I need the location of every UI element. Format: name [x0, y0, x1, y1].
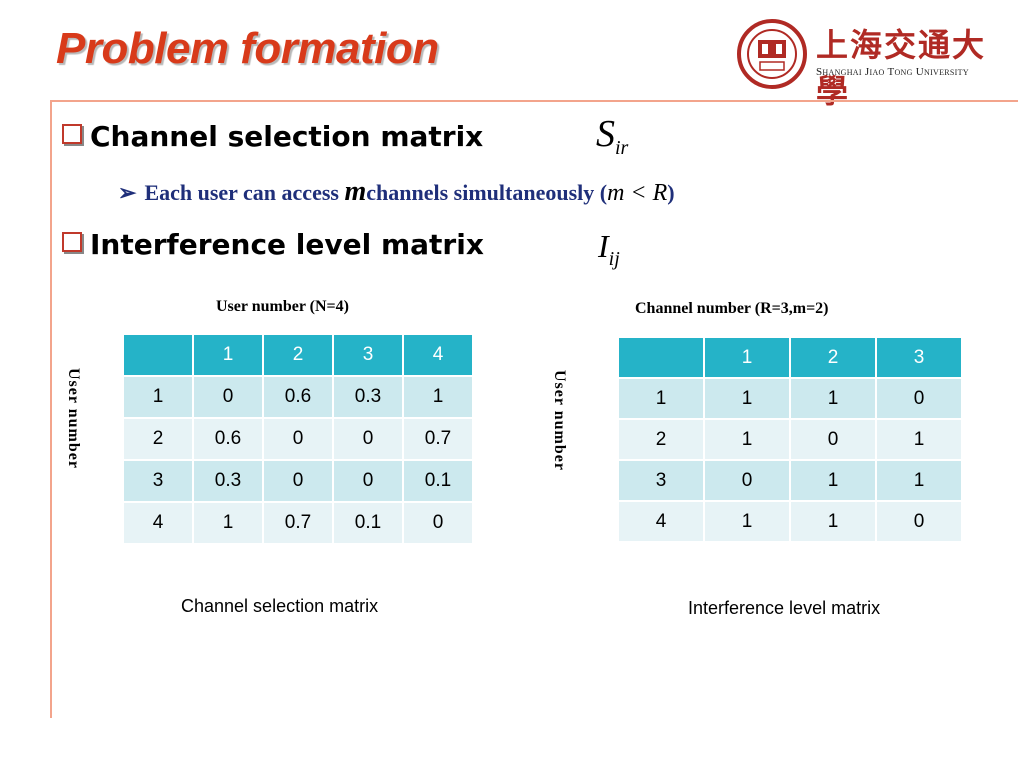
- row-header-cell: 3: [124, 461, 192, 501]
- table-cell: 0: [194, 377, 262, 417]
- bullet-channel-selection: Channel selection matrix: [62, 120, 483, 153]
- table-cell: 0.6: [194, 419, 262, 459]
- table-cell: 0.1: [404, 461, 472, 501]
- symbol-s-ir: Sir: [596, 112, 629, 159]
- table-header-cell: [124, 335, 192, 375]
- table-header-cell: 2: [264, 335, 332, 375]
- arrow-bullet-icon: ➢: [118, 180, 137, 205]
- sub-bullet-close: ): [667, 180, 675, 205]
- table-header-cell: 2: [791, 338, 875, 377]
- logo-english-name: Shanghai Jiao Tong University: [816, 66, 969, 78]
- square-bullet-icon: [62, 232, 82, 252]
- sub-bullet-access: ➢ Each user can access mchannels simultan…: [118, 176, 675, 208]
- table-cell: 0: [334, 419, 402, 459]
- table-cell: 0.1: [334, 503, 402, 543]
- row-header-cell: 1: [619, 379, 703, 418]
- table-header-cell: 3: [334, 335, 402, 375]
- table-cell: 1: [791, 502, 875, 541]
- table-cell: 0.3: [194, 461, 262, 501]
- sub-bullet-suffix: channels simultaneously (: [366, 180, 608, 205]
- sub-bullet-condition: m < R: [607, 180, 668, 206]
- symbol-i-ij: Iij: [598, 228, 620, 270]
- table-header-cell: 4: [404, 335, 472, 375]
- left-table-caption: Channel selection matrix: [181, 596, 379, 616]
- symbol-s: S: [596, 113, 615, 155]
- row-header-cell: 2: [619, 420, 703, 459]
- row-header-cell: 1: [124, 377, 192, 417]
- left-rule: [50, 100, 52, 718]
- table-cell: 0: [877, 502, 961, 541]
- table-cell: 1: [705, 502, 789, 541]
- table-cell: 0.7: [404, 419, 472, 459]
- bullet-text: Channel selection matrix: [90, 120, 484, 153]
- square-bullet-icon: [62, 124, 82, 144]
- table-cell: 1: [791, 461, 875, 500]
- top-rule: [50, 100, 1018, 102]
- table-cell: 1: [705, 420, 789, 459]
- table-header-cell: 1: [705, 338, 789, 377]
- table-header-cell: 1: [194, 335, 262, 375]
- table-header-cell: [619, 338, 703, 377]
- table-cell: 0.3: [334, 377, 402, 417]
- table-cell: 0.6: [264, 377, 332, 417]
- sub-bullet-prefix: Each user can access: [144, 180, 345, 205]
- table-cell: 1: [194, 503, 262, 543]
- table-header-cell: 3: [877, 338, 961, 377]
- table-cell: 0: [791, 420, 875, 459]
- right-table-top-label: Channel number (R=3,m=2): [635, 300, 829, 317]
- table-cell: 1: [877, 420, 961, 459]
- bullet-interference: Interference level matrix: [62, 228, 484, 261]
- table-cell: 1: [705, 379, 789, 418]
- row-header-cell: 4: [124, 503, 192, 543]
- table-cell: 0: [877, 379, 961, 418]
- row-header-cell: 3: [619, 461, 703, 500]
- symbol-i: I: [598, 228, 609, 264]
- left-table-top-label: User number (N=4): [216, 298, 349, 315]
- table-cell: 0: [264, 419, 332, 459]
- table-cell: 1: [791, 379, 875, 418]
- symbol-s-subscript: ir: [615, 137, 629, 159]
- right-table-caption: Interference level matrix: [688, 598, 881, 618]
- table-cell: 1: [877, 461, 961, 500]
- row-header-cell: 2: [124, 419, 192, 459]
- table-cell: 0.7: [264, 503, 332, 543]
- sub-bullet-var-m: m: [344, 176, 367, 207]
- left-table-side-label: User number: [65, 368, 82, 469]
- bullet-text: Interference level matrix: [90, 228, 484, 261]
- table-cell: 0: [705, 461, 789, 500]
- table-cell: 0: [334, 461, 402, 501]
- table-cell: 0: [264, 461, 332, 501]
- row-header-cell: 4: [619, 502, 703, 541]
- logo-chinese-name: 上海交通大學: [816, 26, 987, 110]
- university-seal-icon: [737, 19, 807, 89]
- university-logo: 上海交通大學 Shanghai Jiao Tong University: [736, 18, 1006, 110]
- table-cell: 0: [404, 503, 472, 543]
- symbol-i-subscript: ij: [608, 248, 620, 270]
- right-table-side-label: User number: [551, 370, 568, 471]
- table-cell: 1: [404, 377, 472, 417]
- slide-title: Problem formation: [56, 24, 439, 73]
